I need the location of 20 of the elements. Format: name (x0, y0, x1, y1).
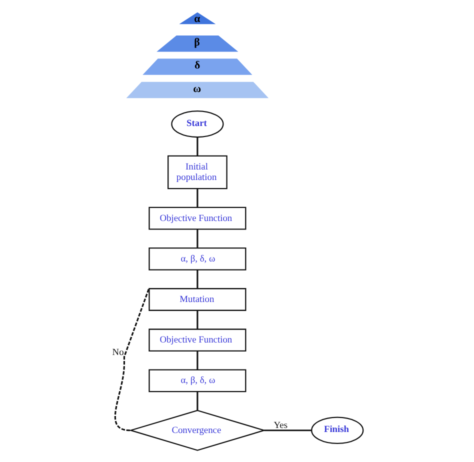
connector (196, 188, 198, 208)
node-ellipse: Finish (310, 416, 364, 444)
connector (196, 310, 198, 330)
connector (196, 351, 198, 370)
node-box: Objective Function (148, 206, 246, 230)
node-box: α, β, δ, ω (148, 247, 246, 270)
connector (264, 430, 312, 432)
node-box: Objective Function (148, 328, 246, 352)
node-diamond: Convergence (128, 410, 266, 451)
node-box: α, β, δ, ω (148, 369, 246, 392)
edge-label: No (112, 348, 124, 358)
node-ellipse: Start (170, 110, 224, 138)
connector (196, 229, 198, 248)
connector (196, 270, 198, 288)
connector (114, 288, 150, 432)
edge-label: Yes (273, 420, 287, 431)
connector (196, 392, 198, 410)
connector (196, 137, 198, 156)
node-box: Initial population (167, 155, 227, 190)
node-box: Mutation (148, 288, 246, 311)
